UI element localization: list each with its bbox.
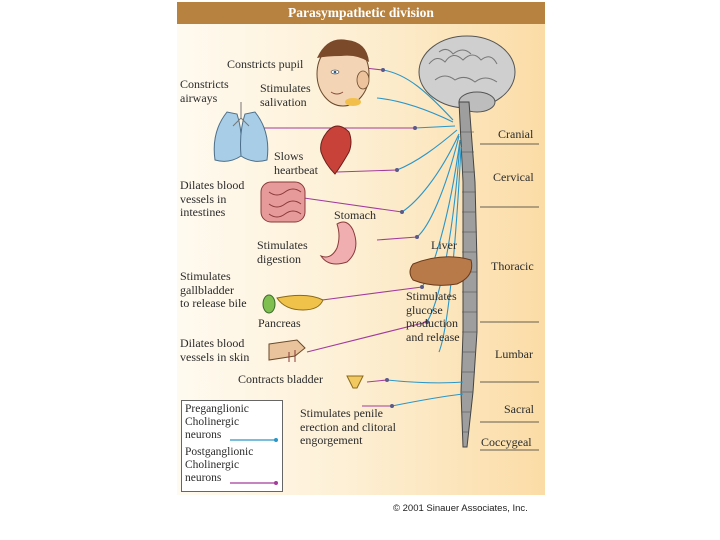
label-salivation: Stimulates salivation (260, 82, 311, 109)
liver-illustration (410, 257, 472, 286)
region-lumbar: Lumbar (495, 347, 533, 361)
region-coccygeal: Coccygeal (481, 435, 532, 449)
region-thoracic: Thoracic (491, 259, 534, 273)
label-glucose: Stimulates glucose production and releas… (406, 290, 460, 344)
label-intestines: Dilates blood vessels in intestines (180, 179, 244, 220)
region-sacral: Sacral (504, 402, 534, 416)
region-cranial: Cranial (498, 127, 533, 141)
heart-illustration (321, 126, 351, 174)
stomach-illustration (321, 222, 356, 264)
label-heartbeat: Slows heartbeat (274, 150, 318, 177)
region-cervical: Cervical (493, 170, 534, 184)
intestines-illustration (261, 182, 305, 222)
label-bladder: Contracts bladder (238, 373, 323, 387)
skin-illustration (269, 340, 305, 362)
label-pancreas: Pancreas (258, 317, 301, 331)
copyright-credit: © 2001 Sinauer Associates, Inc. (393, 503, 528, 514)
label-skin: Dilates blood vessels in skin (180, 337, 249, 364)
label-digestion: Stimulates digestion (257, 239, 308, 266)
parasympathetic-figure: Parasympathetic division (177, 2, 545, 495)
legend-preganglionic-swatch (230, 437, 280, 443)
label-penile: Stimulates penile erection and clitoral … (300, 407, 396, 448)
label-gallbladder: Stimulates gallbladder to release bile (180, 270, 247, 311)
label-airways: Constricts airways (180, 78, 229, 105)
label-pupil: Constricts pupil (227, 58, 303, 72)
pancreas-illustration (263, 295, 323, 313)
legend: Preganglionic Cholinergic neurons Postga… (181, 400, 283, 492)
head-illustration (317, 39, 369, 106)
legend-postganglionic-swatch (230, 480, 280, 486)
lungs-illustration (214, 102, 268, 161)
label-stomach: Stomach (334, 209, 376, 223)
label-liver: Liver (431, 239, 457, 253)
bladder-illustration (347, 376, 363, 388)
